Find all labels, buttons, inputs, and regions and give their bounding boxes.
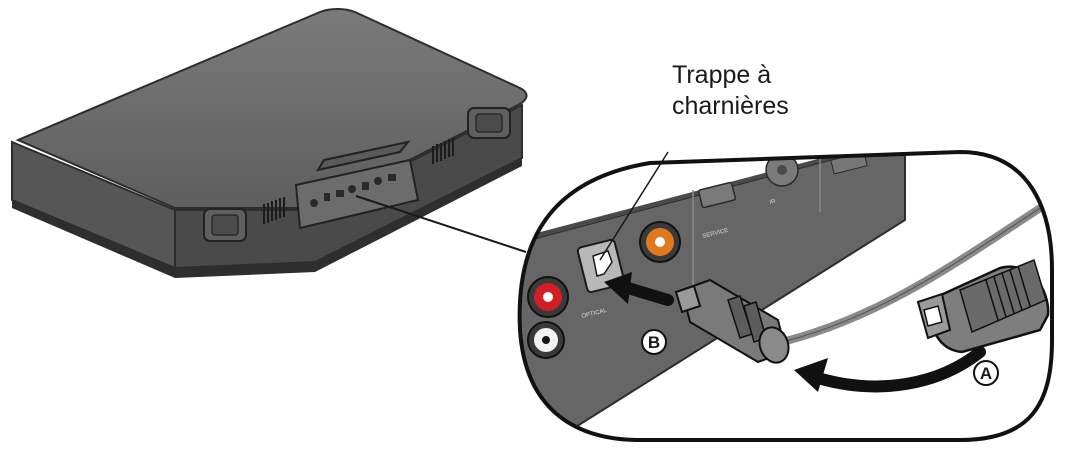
vent-grille-right bbox=[432, 138, 454, 164]
step-badge-a: A bbox=[973, 360, 999, 386]
step-badge-b-label: B bbox=[648, 333, 660, 352]
audio-console-device bbox=[11, 8, 528, 278]
door-connector-row bbox=[310, 174, 396, 207]
red-audio-jack bbox=[527, 276, 569, 318]
console-top-surface bbox=[15, 8, 528, 209]
arrow-insert-plug bbox=[622, 282, 674, 306]
usb-port bbox=[698, 181, 736, 209]
white-audio-jack bbox=[527, 321, 565, 359]
magnifier-border bbox=[517, 149, 1054, 442]
step-badge-b: B bbox=[641, 329, 667, 355]
hinged-door-panel[interactable] bbox=[294, 158, 420, 230]
arrow-insert-plug-head bbox=[604, 272, 632, 304]
callout-label-line-1: Trappe à bbox=[672, 61, 771, 89]
optical-plug-connected[interactable] bbox=[674, 278, 793, 367]
hinged-door-flap[interactable] bbox=[315, 140, 411, 172]
callout-label-line-2: charnières bbox=[672, 92, 789, 120]
svg-text:IR: IR bbox=[769, 199, 777, 206]
step-badge-a-label: A bbox=[980, 364, 992, 383]
magnified-connection-view: OPTICAL SERVICE IR bbox=[517, 149, 1054, 442]
optical-plug-cap[interactable] bbox=[916, 258, 1050, 354]
arrow-remove-cap bbox=[812, 346, 986, 393]
callout-leader-line bbox=[599, 151, 669, 261]
orange-audio-jack bbox=[639, 221, 681, 263]
arrow-remove-cap-head bbox=[794, 358, 828, 392]
zoom-leader-line bbox=[355, 195, 527, 253]
vent-grille-left bbox=[263, 197, 285, 224]
